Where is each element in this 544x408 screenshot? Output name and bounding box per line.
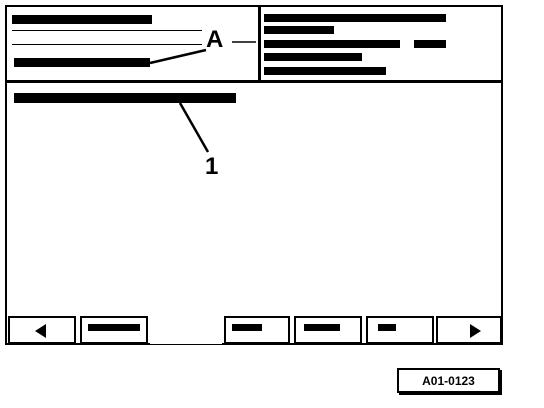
softkey-5[interactable]: [366, 316, 434, 344]
softkey-3-label: [232, 324, 262, 331]
header-right-bar-4: [264, 53, 362, 61]
softkey-4[interactable]: [294, 316, 362, 344]
callout-a-leader: [149, 48, 207, 65]
header-right-bar-2: [264, 26, 334, 34]
header-divider-horizontal: [5, 80, 503, 83]
figure-id-label: A01-0123: [397, 368, 500, 393]
callout-1-label: 1: [205, 153, 219, 180]
right-arrow-icon: [470, 324, 481, 338]
softkey-4-label: [304, 324, 340, 331]
softkey-3[interactable]: [224, 316, 290, 344]
softkey-5-label: [378, 324, 396, 331]
header-left-rule: [12, 30, 202, 31]
header-right-bar-1: [264, 14, 446, 22]
header-left-bar-1: [12, 15, 152, 24]
header-right-bar-3: [264, 40, 400, 48]
softkey-1[interactable]: [80, 316, 148, 344]
softkey-2[interactable]: [150, 316, 222, 344]
header-left-bar-2: [14, 58, 150, 67]
header-right-bar-5: [264, 67, 386, 75]
header-divider-vertical: [258, 5, 261, 82]
softkey-left-arrow[interactable]: [8, 316, 76, 344]
left-arrow-icon: [35, 324, 46, 338]
softkey-right-arrow[interactable]: [436, 316, 502, 344]
callout-1-leader: [178, 102, 210, 153]
body-text-bar: [14, 93, 236, 103]
softkey-1-label: [88, 324, 140, 331]
header-right-bar-3b: [414, 40, 446, 48]
callout-a-label: A: [206, 26, 224, 53]
header-left-rule-2: [12, 44, 202, 45]
